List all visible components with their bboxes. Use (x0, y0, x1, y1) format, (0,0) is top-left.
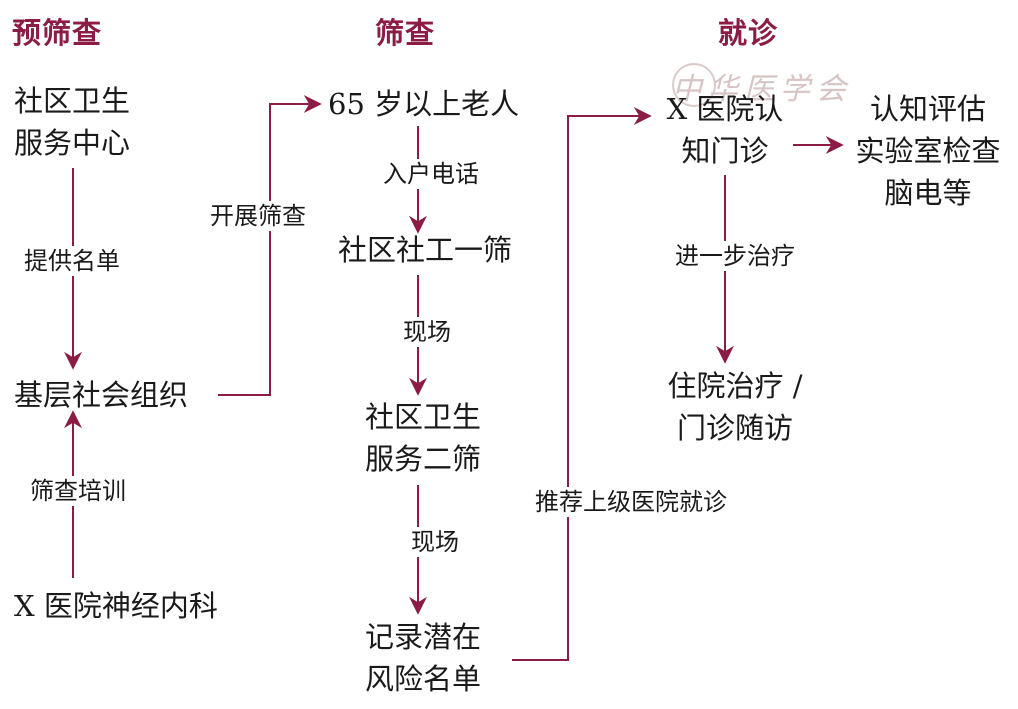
node-community-center-line1: 社区卫生 (14, 84, 131, 118)
node-memory-clinic-line2: 知门诊 (681, 134, 769, 168)
header-screening: 筛查 (375, 16, 436, 50)
node-community-center-line2: 服务中心 (14, 126, 131, 160)
node-assessment-line2: 实验室检查 (855, 134, 1001, 168)
node-elderly: 65 岁以上老人 (328, 87, 520, 121)
node-inpatient-line2: 门诊随访 (676, 411, 793, 445)
watermark: 中华医学会 (672, 72, 852, 107)
label-provide-list: 提供名单 (22, 246, 122, 276)
node-inpatient: 住院治疗 / 门诊随访 (655, 365, 815, 449)
node-record-risk-line1: 记录潜在 (364, 620, 481, 654)
edge-record-to-clinic (512, 107, 652, 661)
node-record-risk-line2: 风险名单 (364, 662, 481, 696)
node-social-worker: 社区社工一筛 (338, 233, 513, 267)
node-community-center: 社区卫生 服务中心 (14, 80, 130, 164)
node-assessment-line1: 认知评估 (869, 92, 986, 126)
node-memory-clinic: X 医院认 知门诊 (655, 88, 795, 172)
node-neuro-dept: X 医院神经内科 (14, 589, 218, 623)
label-refer: 推荐上级医院就诊 (533, 487, 729, 517)
node-inpatient-line1: 住院治疗 / (667, 369, 803, 403)
label-onsite-2: 现场 (409, 527, 461, 557)
label-start-screening: 开展筛查 (208, 201, 308, 231)
label-screening-training: 筛查培训 (28, 476, 128, 506)
edge-org-to-elderly (218, 95, 322, 396)
node-assessment-line3: 脑电等 (884, 176, 972, 210)
label-phone-call: 入户电话 (381, 159, 481, 189)
node-community-second-line1: 社区卫生 (364, 400, 481, 434)
header-visit: 就诊 (718, 16, 779, 50)
node-memory-clinic-line1: X 医院认 (666, 92, 784, 126)
node-record-risk: 记录潜在 风险名单 (348, 616, 498, 700)
label-onsite-1: 现场 (401, 317, 453, 347)
node-community-second: 社区卫生 服务二筛 (348, 396, 498, 480)
header-pre-screening: 预筛查 (12, 16, 103, 50)
watermark-seal-icon (672, 63, 716, 107)
node-grassroots-org: 基层社会组织 (14, 378, 189, 412)
label-further-treatment: 进一步治疗 (673, 241, 797, 271)
node-assessment: 认知评估 实验室检查 脑电等 (843, 88, 1013, 214)
node-community-second-line2: 服务二筛 (364, 442, 481, 476)
